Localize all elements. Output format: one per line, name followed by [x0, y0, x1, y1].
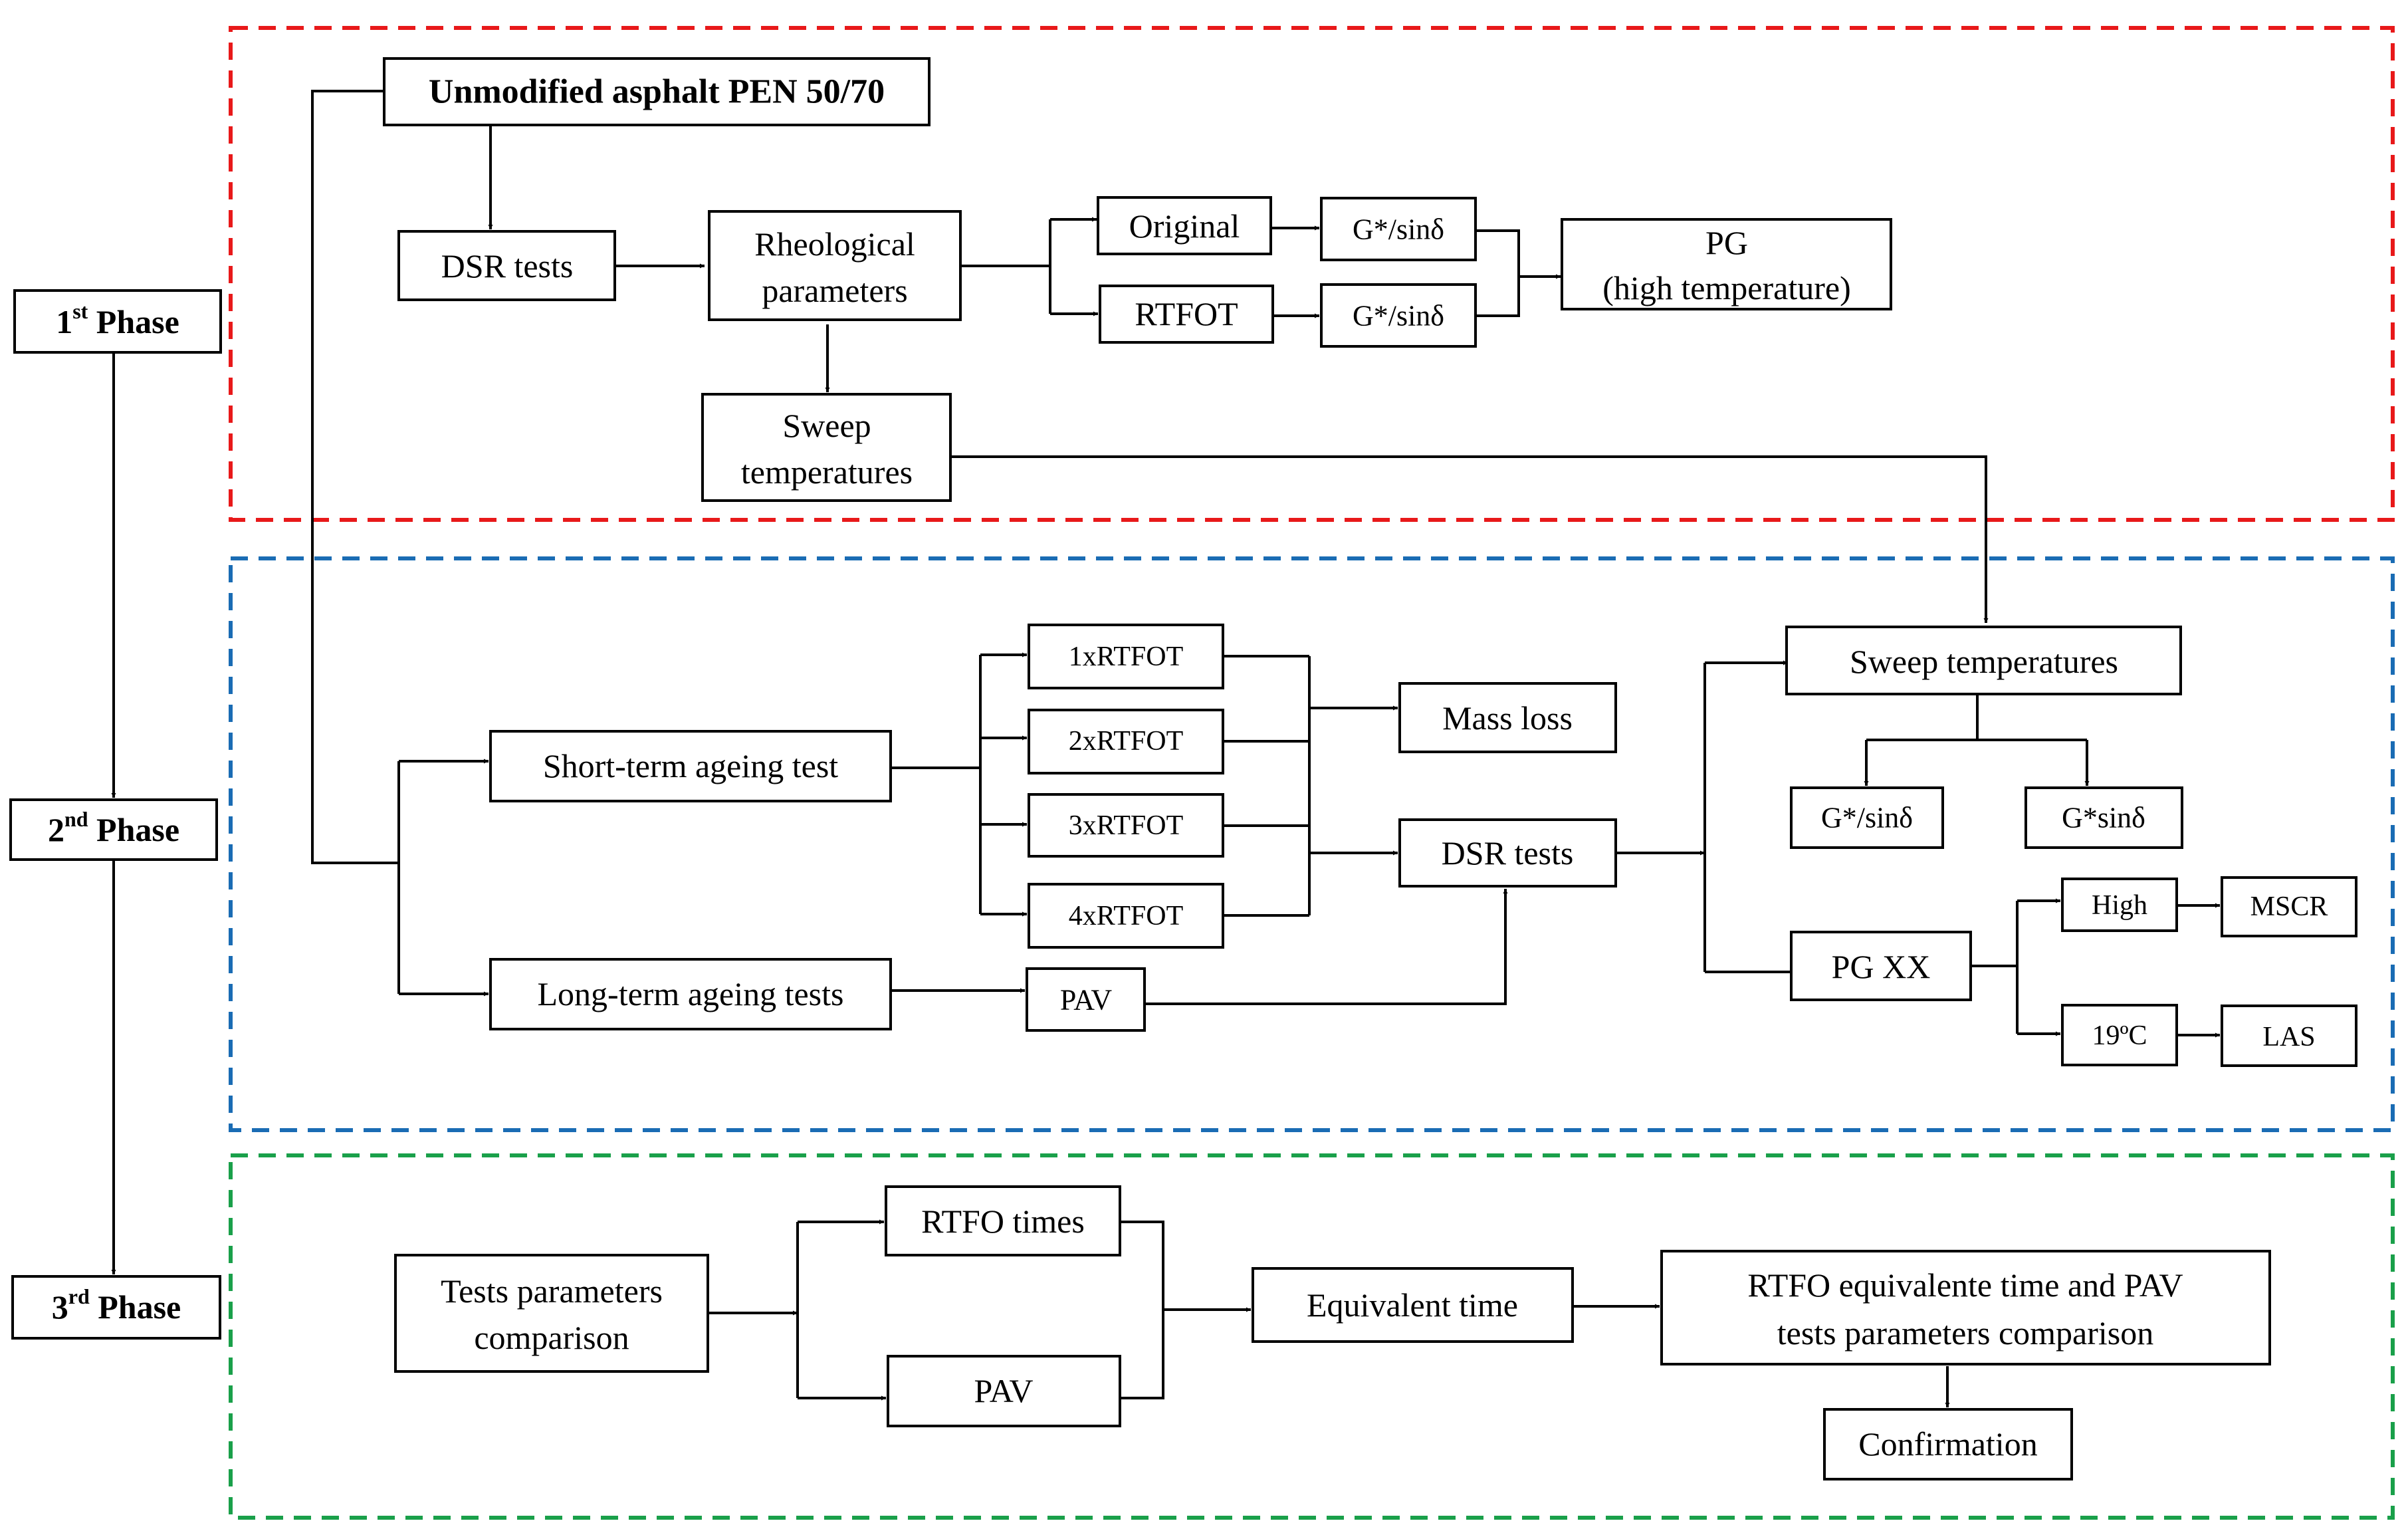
mass-loss-box: Mass loss	[1398, 682, 1617, 753]
pg-label-line1: PG	[1705, 224, 1748, 261]
rtfot-2x-label: 2xRTFOT	[1069, 726, 1184, 757]
dsr-tests-label-1: DSR tests	[441, 247, 574, 285]
phase2-connectors	[397, 652, 2220, 1038]
short-term-label: Short-term ageing test	[543, 747, 838, 784]
high-box: High	[2061, 878, 2178, 932]
phase2-text: 2nd Phase	[48, 807, 179, 848]
dsr-tests-label-2: DSR tests	[1442, 834, 1574, 872]
tests-parameters-comparison-box: Tests parameters comparison	[394, 1254, 709, 1373]
pg-label-line2: (high temperature)	[1602, 269, 1850, 306]
long-term-ageing-box: Long-term ageing tests	[489, 958, 892, 1030]
confirmation-label: Confirmation	[1858, 1425, 2037, 1463]
g-sin-rtfot-box: G*/sinδ	[1320, 283, 1477, 348]
deg19-label: 19ºC	[2092, 1020, 2147, 1051]
pav-box-2: PAV	[887, 1355, 1121, 1427]
rheological-parameters-box: Rheological parameters	[708, 210, 962, 321]
las-box: LAS	[2221, 1005, 2357, 1067]
pg-xx-box: PG XX	[1790, 931, 1972, 1001]
phase3-frame	[229, 1153, 2395, 1520]
rtfot-4x-box: 4xRTFOT	[1028, 883, 1224, 949]
g-sin-product-box: G*sinδ	[2025, 786, 2183, 849]
rtfo-times-label: RTFO times	[921, 1203, 1085, 1240]
tests-parameters-label-line2: comparison	[474, 1319, 629, 1356]
g-sin-rtfot-label: G*/sinδ	[1353, 300, 1444, 332]
equivalent-time-label: Equivalent time	[1307, 1286, 1518, 1324]
mass-loss-label: Mass loss	[1442, 699, 1573, 737]
pg-xx-label: PG XX	[1832, 948, 1931, 985]
rtfot-1x-box: 1xRTFOT	[1028, 624, 1224, 689]
rtfo-times-box: RTFO times	[885, 1185, 1121, 1256]
phase1-label: 1st Phase	[13, 289, 222, 354]
rtfot-3x-label: 3xRTFOT	[1069, 810, 1184, 841]
phase2-label: 2nd Phase	[9, 798, 218, 861]
unmodified-asphalt-label: Unmodified asphalt PEN 50/70	[429, 73, 885, 111]
original-box: Original	[1097, 196, 1272, 255]
mscr-label: MSCR	[2250, 891, 2328, 922]
dsr-tests-box-1: DSR tests	[397, 230, 616, 301]
rheological-label-line2: parameters	[762, 272, 907, 309]
rtfot-1x-label: 1xRTFOT	[1069, 642, 1184, 672]
confirmation-box: Confirmation	[1823, 1408, 2073, 1480]
short-term-ageing-box: Short-term ageing test	[489, 730, 892, 802]
deg19-box: 19ºC	[2061, 1004, 2178, 1066]
sweep-temperatures-label-2: Sweep temperatures	[1850, 643, 2118, 680]
g-sin-original-label: G*/sinδ	[1353, 213, 1444, 246]
sweep-label-line2: temperatures	[741, 453, 913, 491]
sweep-temperatures-box-1: Sweep temperatures	[701, 393, 952, 502]
g-sin-box-2: G*/sinδ	[1790, 786, 1944, 849]
pav-box-1: PAV	[1026, 967, 1146, 1032]
rtfot-2x-box: 2xRTFOT	[1028, 709, 1224, 774]
unmodified-asphalt-box: Unmodified asphalt PEN 50/70	[383, 57, 930, 126]
pav-label-1: PAV	[1060, 984, 1113, 1016]
rtfot-4x-label: 4xRTFOT	[1069, 901, 1184, 931]
high-label: High	[2092, 890, 2147, 921]
rtfo-equivalente-label-line1: RTFO equivalente time and PAV	[1747, 1266, 2183, 1304]
equivalent-time-box: Equivalent time	[1252, 1267, 1574, 1343]
phase3-text: 3rd Phase	[52, 1284, 181, 1326]
rtfo-equivalente-label-line2: tests parameters comparison	[1777, 1314, 2153, 1352]
sweep-temperatures-box-2: Sweep temperatures	[1785, 626, 2182, 695]
rtfot-label: RTFOT	[1135, 295, 1238, 332]
rtfot-box: RTFOT	[1099, 285, 1274, 344]
dsr-tests-box-2: DSR tests	[1398, 818, 1617, 887]
phase1-connectors	[311, 90, 1989, 864]
g-sin-original-box: G*/sinδ	[1320, 197, 1477, 261]
las-label: LAS	[2262, 1022, 2315, 1052]
phase3-connectors	[708, 1219, 1950, 1407]
rheological-label-line1: Rheological	[754, 225, 915, 263]
phase3-label: 3rd Phase	[11, 1275, 221, 1340]
rtfo-equivalente-box: RTFO equivalente time and PAV tests para…	[1660, 1250, 2271, 1365]
rtfot-3x-box: 3xRTFOT	[1028, 793, 1224, 858]
g-sin-product-label: G*sinδ	[2062, 802, 2145, 834]
sweep-label-line1: Sweep	[782, 407, 871, 444]
pav-label-2: PAV	[974, 1372, 1034, 1409]
phase2-frame	[229, 556, 2395, 1132]
tests-parameters-label-line1: Tests parameters	[441, 1272, 663, 1310]
original-label: Original	[1129, 207, 1240, 245]
phase1-text: 1st Phase	[56, 299, 179, 340]
g-sin-label-2: G*/sinδ	[1821, 802, 1913, 834]
long-term-label: Long-term ageing tests	[538, 975, 844, 1012]
mscr-box: MSCR	[2221, 876, 2357, 937]
pg-high-temperature-box: PG (high temperature)	[1561, 218, 1892, 310]
phase1-frame	[229, 26, 2395, 522]
